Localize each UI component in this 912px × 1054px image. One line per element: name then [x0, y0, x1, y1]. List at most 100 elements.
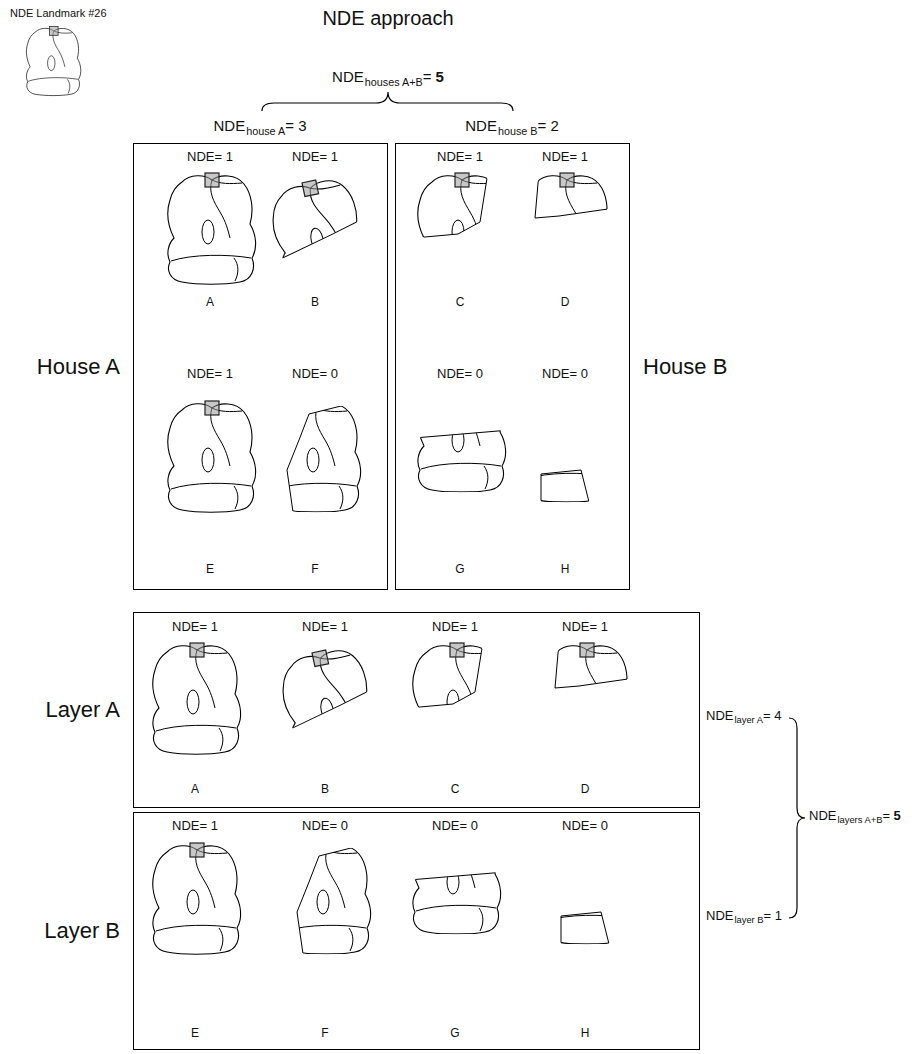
- bone-part: [418, 176, 506, 285]
- bone-part: [414, 430, 510, 492]
- nde-score: NDE= 1: [187, 366, 233, 381]
- panel-letter: F: [321, 1026, 328, 1040]
- bone-part: [287, 400, 365, 512]
- nde-score: NDE= 0: [432, 818, 478, 833]
- panel-letter: G: [450, 1026, 459, 1040]
- landmark-label: NDE Landmark #26: [10, 7, 107, 19]
- landmark-icon: [26, 27, 80, 96]
- nde-total: NDE: [332, 68, 364, 85]
- nde-score-group: NDE= 1: [302, 620, 348, 635]
- nde-total: =: [882, 808, 890, 823]
- bone-full: [153, 643, 241, 754]
- nde-score: NDE= 1: [432, 619, 478, 634]
- group-box: Layer A: [133, 612, 700, 808]
- bone-part: [153, 846, 241, 955]
- bone-part: [543, 646, 631, 755]
- panel-letter-group: D: [581, 783, 590, 797]
- bone-part: [555, 642, 635, 688]
- bone-part: [273, 404, 361, 513]
- bone-part: [276, 645, 384, 769]
- bone-part: [26, 28, 80, 95]
- bone-part: [262, 170, 371, 260]
- figure-title: NDE approach: [322, 7, 453, 30]
- bone-part: [523, 394, 611, 503]
- nde-sum-group: NDEhouse B= 2: [465, 117, 559, 137]
- nde-score-group: NDE= 1: [187, 367, 233, 382]
- group-box: House B: [395, 143, 630, 590]
- bone-fragment: [523, 394, 611, 503]
- bone-full: [168, 401, 256, 512]
- panel-letter-group: F: [321, 1027, 328, 1041]
- bone-part: [205, 401, 219, 415]
- nde-score-group: NDE= 1: [432, 620, 478, 635]
- panel-letter-group: E: [191, 1027, 199, 1041]
- nde-sum: NDE: [706, 908, 733, 923]
- nde-score: NDE= 1: [172, 619, 218, 634]
- nde-score: NDE= 1: [172, 818, 218, 833]
- bone-part: [455, 173, 469, 187]
- bone-part: [450, 643, 464, 657]
- group-box: House A: [133, 143, 388, 590]
- bone-part: [523, 176, 611, 285]
- nde-sum: = 4: [763, 708, 781, 723]
- subscript: layer B: [734, 916, 763, 926]
- group-heading: Layer B: [44, 918, 120, 944]
- bone-full: [153, 843, 241, 954]
- nde-total: NDE: [809, 808, 836, 823]
- bone-part: [413, 826, 501, 935]
- bone-full: [168, 173, 256, 284]
- panel-letter-group: A: [206, 296, 214, 310]
- nde-score-group: NDE= 1: [172, 620, 218, 635]
- bone-part: [409, 872, 505, 934]
- subscript: house A: [246, 125, 285, 137]
- nde-sum: NDE: [706, 708, 733, 723]
- bone-fragment: [543, 836, 631, 945]
- nde-total-group: NDEhouses A+B=5: [332, 68, 444, 88]
- panel-letter-group: H: [561, 563, 570, 577]
- bone-fragment: [272, 640, 389, 770]
- bone-fragment: [409, 642, 501, 754]
- bone-part: [561, 912, 609, 944]
- panel-letter-group: D: [561, 296, 570, 310]
- nde-score-group: NDE= 0: [292, 367, 338, 382]
- subscript: house B: [498, 125, 538, 137]
- bone-fragment: [414, 172, 506, 284]
- panel-letter: A: [191, 782, 199, 796]
- panel-letter-group: H: [581, 1027, 590, 1041]
- nde-score: NDE= 1: [302, 619, 348, 634]
- bone-part: [190, 843, 204, 857]
- group-heading: House A: [37, 354, 120, 380]
- panel-letter: C: [456, 295, 465, 309]
- bone-part: [168, 404, 256, 513]
- bone-part: [190, 643, 204, 657]
- bone-part: [273, 404, 361, 513]
- panel-letter: B: [321, 782, 329, 796]
- nde-total: 5: [436, 68, 444, 85]
- nde-score-group: NDE= 1: [542, 150, 588, 165]
- bone-part: [312, 650, 329, 667]
- bone-part: [413, 646, 501, 755]
- nde-score: NDE= 1: [437, 149, 483, 164]
- nde-score-group: NDE= 1: [187, 150, 233, 165]
- bone-part: [272, 640, 381, 730]
- nde-score-group: NDE= 1: [437, 150, 483, 165]
- bone-part: [418, 384, 506, 493]
- bone-part: [49, 27, 58, 36]
- nde-score: NDE= 0: [302, 818, 348, 833]
- bone-part: [266, 175, 374, 299]
- panel-letter-group: F: [311, 563, 318, 577]
- bone-part: [543, 646, 631, 755]
- nde-score: NDE= 1: [292, 149, 338, 164]
- bone-part: [580, 643, 594, 657]
- bone-part: [266, 175, 374, 299]
- panel-letter: F: [311, 562, 318, 576]
- bone-part: [535, 172, 615, 218]
- bone-fragment: [523, 172, 615, 284]
- nde-score-group: NDE= 0: [302, 819, 348, 834]
- bone-fragment: [283, 842, 375, 954]
- nde-score: NDE= 1: [562, 619, 608, 634]
- bone-fragment: [543, 642, 635, 754]
- group-box: Layer B: [133, 812, 700, 1050]
- panel-letter: A: [206, 295, 214, 309]
